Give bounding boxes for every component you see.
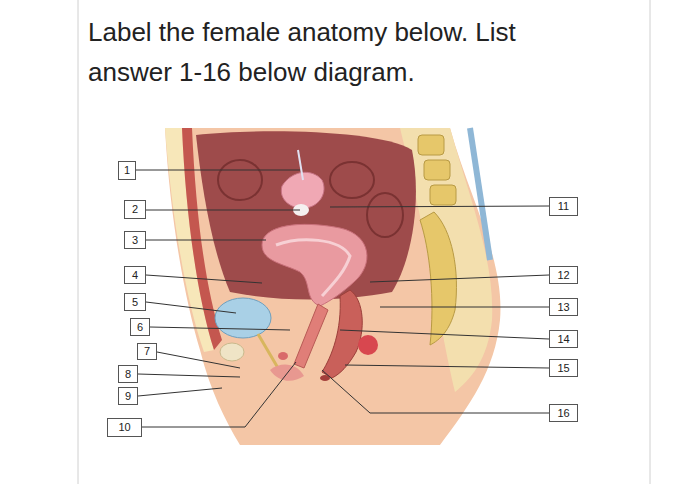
callout-number: 3	[124, 231, 146, 249]
callout-number: 14	[549, 330, 578, 348]
callout-number: 11	[549, 197, 578, 216]
callout-label: 2	[132, 204, 138, 215]
leader-line	[146, 210, 300, 211]
leader-line	[138, 374, 240, 377]
leader-line	[322, 370, 549, 413]
callout-label: 1	[124, 165, 130, 176]
vertebra	[424, 160, 450, 180]
leader-line	[142, 362, 296, 427]
spine	[418, 135, 456, 345]
callout-number: 12	[549, 266, 578, 284]
callout-label: 9	[125, 391, 131, 402]
leader-line	[380, 307, 549, 308]
pubic-bone	[220, 343, 244, 361]
callout-number: 2	[124, 200, 146, 219]
leader-line	[345, 365, 549, 368]
callout-number: 10	[107, 418, 142, 437]
leader-line	[340, 330, 549, 339]
leader-line	[146, 240, 266, 241]
anal-sphincter	[358, 335, 378, 355]
callout-number: 16	[549, 404, 578, 422]
callout-label: 15	[557, 363, 569, 374]
intestine-loop	[330, 162, 374, 198]
leader-line	[138, 388, 222, 396]
leader-line	[146, 275, 262, 283]
ligament	[298, 150, 303, 180]
vertebra	[418, 135, 444, 155]
callout-label: 12	[557, 270, 569, 281]
vertebra	[430, 185, 456, 205]
callout-label: 7	[144, 346, 150, 357]
callout-label: 3	[132, 235, 138, 246]
callout-number: 15	[549, 359, 578, 377]
vagina	[294, 304, 328, 368]
callout-label: 13	[557, 302, 569, 313]
bladder	[215, 298, 271, 338]
callout-label: 10	[118, 422, 130, 433]
heading: Label the female anatomy below. List ans…	[88, 12, 568, 92]
callout-number: 7	[137, 343, 157, 360]
leader-line	[330, 206, 549, 207]
page-rule	[650, 0, 651, 484]
page-rule	[78, 0, 79, 484]
callout-number: 4	[124, 266, 146, 284]
callout-label: 8	[125, 369, 131, 380]
callout-number: 8	[118, 365, 138, 383]
callout-number: 1	[118, 161, 136, 180]
urethra	[258, 334, 278, 368]
callout-label: 11	[558, 201, 569, 212]
clitoris	[278, 352, 288, 360]
leader-line	[150, 327, 290, 330]
leader-line	[370, 275, 549, 282]
leader-line	[157, 352, 240, 368]
callout-number: 13	[549, 298, 578, 316]
callout-number: 6	[130, 318, 150, 336]
intestine-loop	[367, 193, 403, 237]
leader-line	[146, 302, 236, 313]
callout-number: 5	[124, 293, 146, 311]
back-band	[470, 128, 490, 260]
leader-lines	[136, 170, 549, 427]
uterine-cavity	[276, 240, 350, 296]
callout-label: 6	[137, 322, 143, 333]
intestine-loop	[218, 160, 262, 200]
callout-label: 16	[557, 408, 569, 419]
callout-label: 14	[557, 334, 569, 345]
callout-label: 5	[132, 297, 138, 308]
leader-line	[136, 170, 300, 171]
body-section	[165, 128, 500, 445]
callout-label: 4	[132, 270, 138, 281]
callout-number: 9	[118, 387, 138, 405]
